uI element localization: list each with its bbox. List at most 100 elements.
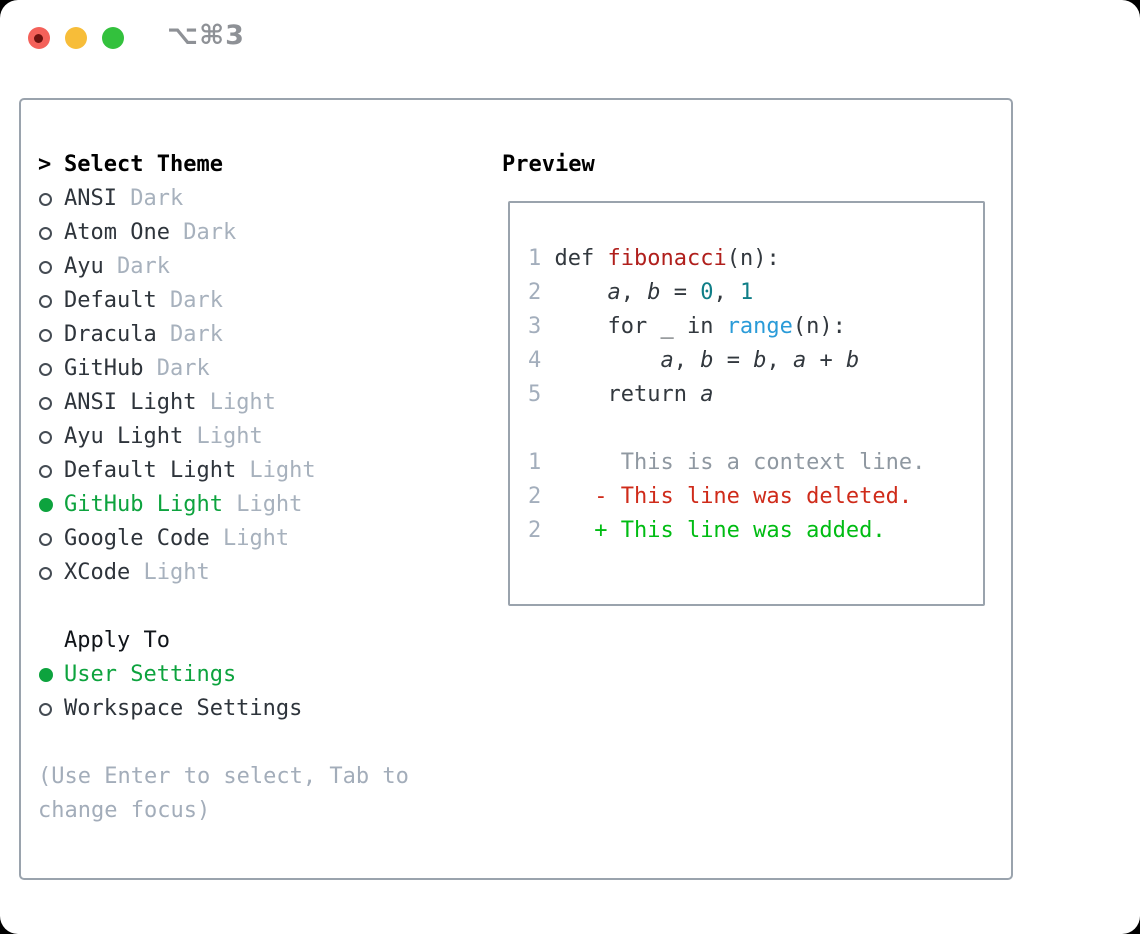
theme-item-ayu[interactable]: Ayu Dark bbox=[38, 250, 478, 284]
code-segment-code: , bbox=[673, 348, 701, 373]
line-number: 1 bbox=[528, 450, 542, 475]
radio-selected-icon bbox=[38, 668, 64, 682]
theme-variant: Light bbox=[222, 492, 303, 517]
theme-item-atom-one[interactable]: Atom One Dark bbox=[38, 216, 478, 250]
theme-variant: Dark bbox=[116, 186, 184, 211]
preview-line: 1 This is a context line. bbox=[528, 446, 983, 480]
close-button[interactable] bbox=[28, 27, 50, 49]
radio-circle-icon bbox=[39, 328, 52, 342]
line-number: 2 bbox=[528, 484, 542, 509]
theme-item-default-light[interactable]: Default Light Light bbox=[38, 454, 478, 488]
apply-option-label: User Settings bbox=[64, 662, 237, 687]
theme-name: Default Light bbox=[64, 458, 237, 483]
code-segment-del: - This line was deleted. bbox=[541, 484, 913, 509]
radio-circle-icon bbox=[39, 192, 52, 206]
help-line: change focus) bbox=[38, 798, 211, 823]
code-segment-code: , bbox=[620, 280, 648, 305]
code-segment-code bbox=[541, 348, 660, 373]
radio-circle-icon bbox=[39, 668, 53, 682]
preview-line: 2 a, b = 0, 1 bbox=[528, 276, 983, 310]
code-segment-code: for _ in bbox=[541, 314, 727, 339]
radio-icon bbox=[38, 396, 64, 410]
radio-circle-icon bbox=[39, 226, 52, 240]
preview-line bbox=[528, 412, 983, 446]
radio-icon bbox=[38, 294, 64, 308]
code-segment-code: , bbox=[766, 348, 793, 373]
theme-item-github-light[interactable]: GitHub Light Light bbox=[38, 488, 478, 522]
theme-name: Default bbox=[64, 288, 157, 313]
code-segment-builtin: range bbox=[726, 314, 793, 339]
theme-variant: Light bbox=[236, 458, 316, 483]
preview-line: 1 def fibonacci(n): bbox=[528, 242, 983, 276]
theme-item-ayu-light[interactable]: Ayu Light Light bbox=[38, 420, 478, 454]
theme-variant: Light bbox=[130, 560, 210, 585]
window-title: ⌥⌘3 bbox=[167, 20, 245, 51]
theme-item-dracula[interactable]: Dracula Dark bbox=[38, 318, 478, 352]
theme-name: Atom One bbox=[64, 220, 170, 245]
radio-selected-icon bbox=[38, 498, 64, 512]
radio-icon bbox=[38, 566, 64, 580]
theme-name: Google Code bbox=[64, 526, 210, 551]
theme-name: ANSI Light bbox=[64, 390, 197, 415]
titlebar: ⌥⌘3 bbox=[0, 0, 1140, 76]
radio-circle-icon bbox=[39, 362, 52, 376]
theme-item-github[interactable]: GitHub Dark bbox=[38, 352, 478, 386]
close-dot-icon bbox=[34, 34, 43, 43]
apply-option-user-settings[interactable]: User Settings bbox=[38, 658, 478, 692]
apply-option-label: Workspace Settings bbox=[64, 696, 303, 721]
theme-item-ansi[interactable]: ANSI Dark bbox=[38, 182, 478, 216]
code-segment-var: b bbox=[753, 348, 767, 373]
help-line: (Use Enter to select, Tab to bbox=[38, 764, 409, 789]
theme-item-google-code[interactable]: Google Code Light bbox=[38, 522, 478, 556]
radio-icon bbox=[38, 702, 64, 716]
theme-name: Ayu Light bbox=[64, 424, 184, 449]
code-segment-var: a bbox=[607, 280, 621, 305]
radio-circle-icon bbox=[39, 430, 52, 444]
theme-variant: Dark bbox=[143, 356, 210, 381]
code-segment-code bbox=[541, 280, 607, 305]
code-segment-var: b bbox=[700, 348, 714, 373]
apply-to-title: Apply To bbox=[64, 628, 170, 653]
select-theme-title: Select Theme bbox=[64, 152, 223, 177]
code-segment-var: a bbox=[660, 348, 674, 373]
code-segment-var: a bbox=[792, 348, 807, 373]
radio-icon bbox=[38, 464, 64, 478]
preview-line: 5 return a bbox=[528, 378, 983, 412]
theme-name: GitHub bbox=[64, 356, 144, 381]
line-number: 2 bbox=[528, 518, 542, 543]
select-theme-header: > Select Theme bbox=[38, 148, 478, 182]
code-segment-code: = bbox=[713, 348, 754, 373]
radio-circle-icon bbox=[39, 566, 52, 580]
theme-variant: Light bbox=[196, 390, 276, 415]
code-segment-code: (n): bbox=[792, 314, 846, 339]
code-segment-code: , bbox=[713, 280, 740, 305]
apply-to-header: Apply To bbox=[38, 624, 478, 658]
chevron-right-icon: > bbox=[38, 152, 52, 177]
theme-name: GitHub Light bbox=[64, 492, 223, 517]
line-number: 2 bbox=[528, 280, 542, 305]
help-text: (Use Enter to select, Tab to change focus… bbox=[38, 760, 478, 828]
radio-circle-icon bbox=[39, 294, 52, 308]
radio-icon bbox=[38, 260, 64, 274]
radio-icon bbox=[38, 226, 64, 240]
line-number: 5 bbox=[528, 382, 542, 407]
theme-variant: Light bbox=[209, 526, 290, 551]
radio-icon bbox=[38, 328, 64, 342]
radio-icon bbox=[38, 430, 64, 444]
preview-line: 2 + This line was added. bbox=[528, 514, 983, 548]
theme-name: ANSI bbox=[64, 186, 117, 211]
minimize-button[interactable] bbox=[65, 27, 87, 49]
theme-item-ansi-light[interactable]: ANSI Light Light bbox=[38, 386, 478, 420]
radio-circle-icon bbox=[39, 260, 52, 274]
theme-name: Dracula bbox=[64, 322, 157, 347]
theme-item-default[interactable]: Default Dark bbox=[38, 284, 478, 318]
zoom-button[interactable] bbox=[102, 27, 124, 49]
apply-option-workspace-settings[interactable]: Workspace Settings bbox=[38, 692, 478, 726]
code-segment-num: 0 bbox=[700, 280, 714, 305]
radio-icon bbox=[38, 192, 64, 206]
theme-item-xcode[interactable]: XCode Light bbox=[38, 556, 478, 590]
preview-title: Preview bbox=[502, 152, 595, 177]
